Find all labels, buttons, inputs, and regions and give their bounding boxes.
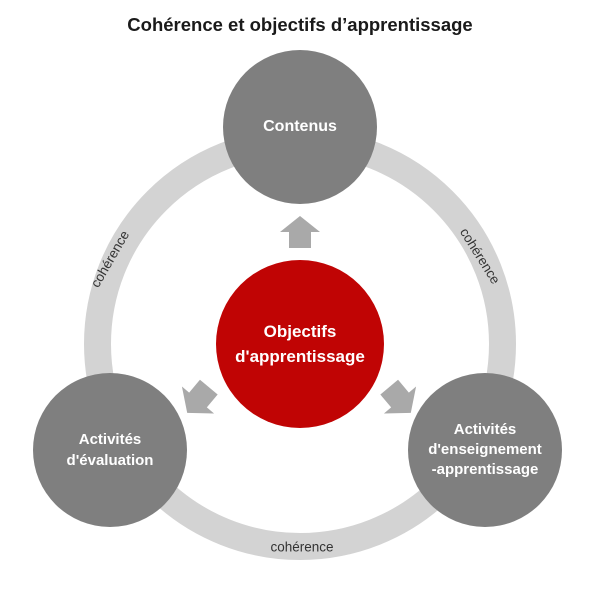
- node-contenus-label: Contenus: [263, 118, 337, 135]
- node-objectifs-apprentissage: Objectifs d'apprentissage: [216, 260, 384, 428]
- arrow-down-left-icon: [181, 379, 218, 414]
- node-activites-enseignement-label-line1: Activités: [453, 420, 517, 438]
- node-activites-enseignement-label-line3: -apprentissage: [431, 461, 539, 479]
- node-objectifs-label-line2: d'apprentissage: [235, 347, 365, 366]
- node-activites-enseignement-apprentissage: Activités d'enseignement -apprentissage: [408, 373, 562, 527]
- arrow-up-icon: [280, 216, 320, 248]
- arrow-down-right-icon: [380, 379, 417, 414]
- node-activites-evaluation-label-line1: Activités: [78, 431, 142, 448]
- ring-label-coherence-bottom: cohérence: [270, 539, 334, 555]
- node-objectifs-label-line1: Objectifs: [263, 321, 337, 341]
- node-activites-evaluation: Activités d'évaluation: [33, 373, 187, 527]
- page-title: Cohérence et objectifs d’apprentissage: [127, 14, 473, 35]
- node-activites-enseignement-label-line2: d'enseignement: [428, 440, 542, 458]
- node-contenus: Contenus: [223, 50, 377, 204]
- node-activites-evaluation-label-line2: d'évaluation: [66, 452, 154, 469]
